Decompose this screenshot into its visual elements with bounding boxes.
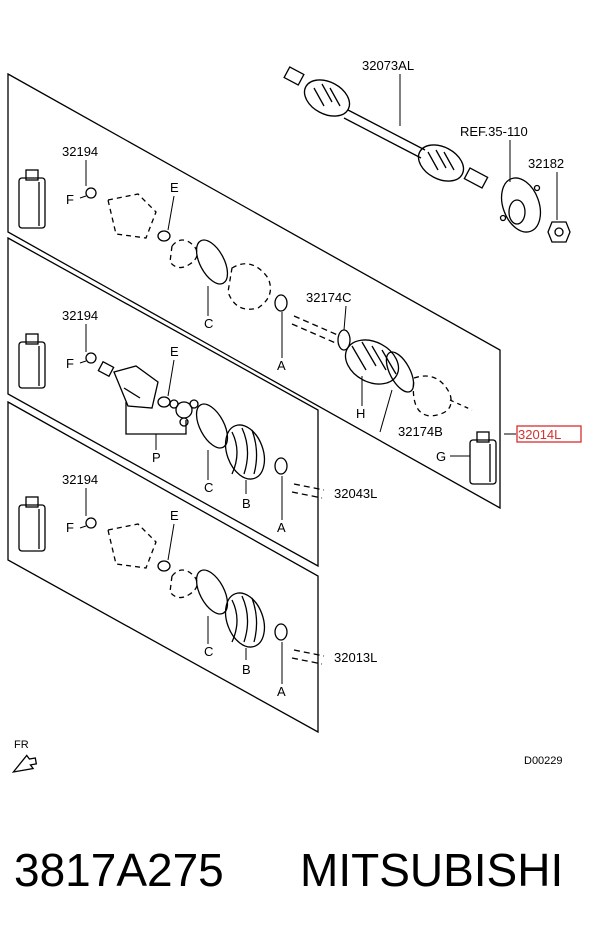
grease-can-g bbox=[469, 431, 497, 485]
grease-can-middle bbox=[18, 333, 46, 389]
label-f-top: F bbox=[66, 192, 74, 207]
fr-arrow-icon bbox=[11, 754, 38, 773]
label-32194-top: 32194 bbox=[62, 144, 98, 159]
band-32174b bbox=[385, 351, 415, 393]
footer-part-number: 3817A275 bbox=[14, 844, 224, 896]
label-e-top: E bbox=[170, 180, 179, 195]
label-g: G bbox=[436, 449, 446, 464]
label-32174b: 32174B bbox=[398, 424, 443, 439]
label-32043l: 32043L bbox=[334, 486, 377, 501]
panel-kit-bottom bbox=[7, 400, 319, 734]
label-c-middle: C bbox=[204, 480, 213, 495]
label-p: P bbox=[152, 450, 161, 465]
label-b-bottom: B bbox=[242, 662, 251, 677]
panel-kit-middle bbox=[7, 236, 319, 568]
panel-kit-top bbox=[7, 72, 501, 510]
tripod-p bbox=[169, 399, 199, 427]
label-f-bottom: F bbox=[66, 520, 74, 535]
label-32194-middle: 32194 bbox=[62, 308, 98, 323]
grease-can-top bbox=[18, 169, 46, 229]
inner-joint-p bbox=[97, 360, 159, 409]
diagram-code: D00229 bbox=[524, 755, 563, 767]
label-32174c: 32174C bbox=[306, 290, 352, 305]
nut-32182 bbox=[547, 221, 571, 243]
hub-ref bbox=[499, 177, 542, 233]
label-c-top: C bbox=[204, 316, 213, 331]
label-e-middle: E bbox=[170, 344, 179, 359]
label-h: H bbox=[356, 406, 365, 421]
label-f-middle: F bbox=[66, 356, 74, 371]
label-fr: FR bbox=[14, 739, 29, 751]
label-e-bottom: E bbox=[170, 508, 179, 523]
footer: 3817A275 MITSUBISHI bbox=[0, 835, 600, 905]
label-b-middle: B bbox=[242, 496, 251, 511]
label-32013l: 32013L bbox=[334, 650, 377, 665]
clamp-a-top bbox=[274, 294, 288, 312]
boot-b-middle bbox=[224, 424, 266, 480]
band-c-top bbox=[195, 239, 229, 285]
label-c-bottom: C bbox=[204, 644, 213, 659]
label-32073al: 32073AL bbox=[362, 58, 414, 73]
drive-shaft-assembly bbox=[283, 66, 489, 189]
label-a-top: A bbox=[277, 358, 286, 373]
footer-brand: MITSUBISHI bbox=[300, 844, 564, 896]
boot-h bbox=[344, 339, 400, 385]
grease-can-bottom bbox=[18, 496, 46, 552]
highlight-box bbox=[516, 425, 582, 443]
label-a-bottom: A bbox=[277, 684, 286, 699]
ring-e-top bbox=[157, 230, 171, 242]
label-a-middle: A bbox=[277, 520, 286, 535]
label-32194-bottom: 32194 bbox=[62, 472, 98, 487]
boot-b-bottom bbox=[224, 592, 266, 648]
parts-diagram: 32073AL REF.35-110 32182 32194 F E C A 3… bbox=[7, 58, 582, 773]
label-hub-ref: REF.35-110 bbox=[460, 124, 528, 139]
label-32014l: 32014L bbox=[518, 427, 561, 442]
ring-f-top bbox=[85, 187, 97, 199]
label-32182: 32182 bbox=[528, 156, 564, 171]
